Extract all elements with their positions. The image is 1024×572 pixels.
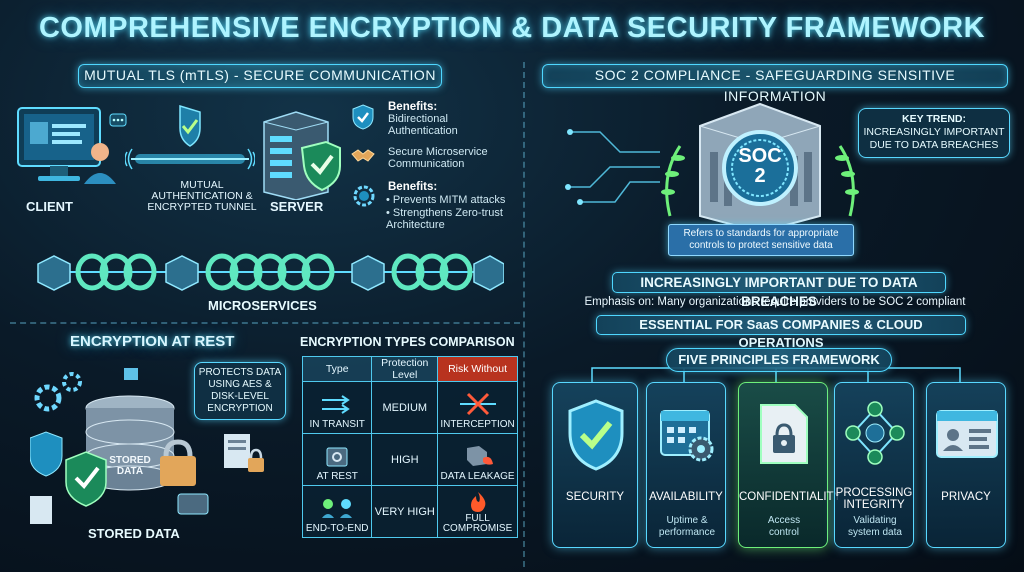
principle-sub: Access control bbox=[767, 515, 801, 538]
leak-icon bbox=[466, 446, 493, 466]
computer-user-icon bbox=[10, 100, 130, 200]
column-header: Risk Without bbox=[437, 356, 518, 382]
essential-banner: ESSENTIAL FOR SaaS COMPANIES & CLOUD OPE… bbox=[596, 315, 966, 350]
benefits-title: Benefits: bbox=[388, 181, 438, 193]
principle-name: AVAILABILITY bbox=[649, 491, 723, 503]
comparison-title: ENCRYPTION TYPES COMPARISON bbox=[300, 335, 515, 349]
risk-cell: FULL COMPROMISE bbox=[437, 485, 518, 538]
lock-document-icon bbox=[760, 404, 808, 464]
important-banner: INCREASINGLY IMPORTANT DUE TO DATA BREAC… bbox=[612, 272, 946, 309]
principle-card-availability: AVAILABILITY Uptime & performance bbox=[646, 382, 726, 548]
key-trend-callout: KEY TREND: INCREASINGLY IMPORTANT DUE TO… bbox=[858, 108, 1010, 158]
section-divider bbox=[523, 62, 525, 567]
circuit-decoration bbox=[560, 92, 670, 222]
principle-sub: Validating system data bbox=[848, 515, 902, 538]
principle-name: PROCESSING INTEGRITY bbox=[835, 487, 913, 511]
table-row: AT REST HIGH DATA LEAKAGE bbox=[301, 433, 518, 486]
level-cell: MEDIUM bbox=[371, 381, 439, 434]
microservices-chain bbox=[34, 244, 505, 300]
page-title: COMPREHENSIVE ENCRYPTION & DATA SECURITY… bbox=[38, 12, 986, 44]
fire-icon bbox=[470, 492, 485, 512]
database-icon bbox=[29, 360, 210, 530]
table-row: IN TRANSIT MEDIUM INTERCEPTION bbox=[301, 381, 518, 434]
mtls-banner: MUTUAL TLS (mTLS) - SECURE COMMUNICATION bbox=[78, 64, 442, 88]
process-check-icon bbox=[845, 401, 905, 465]
server-icon bbox=[256, 108, 346, 201]
emphasis-text: Emphasis on: Many organizations require … bbox=[584, 296, 966, 308]
principle-card-confidentiality: CONFIDENTIALITY Access control bbox=[738, 382, 842, 548]
client-label: CLIENT bbox=[26, 199, 73, 214]
benefit-item: • Prevents MITM attacks bbox=[386, 194, 506, 206]
principle-name: PRIVACY bbox=[941, 491, 991, 503]
principle-name: CONFIDENTIALITY bbox=[739, 491, 842, 503]
principles-title: FIVE PRINCIPLES FRAMEWORK bbox=[666, 348, 892, 372]
encrypted-tunnel bbox=[124, 102, 256, 192]
risk-cell: INTERCEPTION bbox=[437, 381, 518, 434]
id-card-icon bbox=[936, 410, 998, 458]
principle-sub: Uptime & performance bbox=[658, 515, 716, 538]
level-cell: VERY HIGH bbox=[371, 485, 439, 538]
table-header-row: Type Protection Level Risk Without bbox=[301, 356, 518, 382]
column-header: Protection Level bbox=[371, 356, 439, 382]
shield-check-icon bbox=[352, 104, 374, 130]
arrows-icon bbox=[322, 395, 351, 414]
type-cell: IN TRANSIT bbox=[301, 381, 373, 434]
table-row: END-TO-END VERY HIGH FULL COMPROMISE bbox=[301, 485, 518, 538]
shield-check-icon bbox=[568, 399, 624, 471]
column-header: Type bbox=[301, 356, 373, 382]
document-icon bbox=[218, 430, 272, 480]
rest-title: ENCRYPTION AT REST bbox=[70, 333, 235, 350]
interception-icon bbox=[459, 392, 496, 416]
level-cell: HIGH bbox=[371, 433, 439, 486]
handshake-icon bbox=[350, 146, 376, 166]
microservices-label: MICROSERVICES bbox=[208, 298, 317, 313]
calendar-gear-icon bbox=[660, 410, 714, 462]
principle-card-processing-integrity: PROCESSING INTEGRITY Validating system d… bbox=[834, 382, 914, 548]
network-icon bbox=[322, 499, 353, 518]
soc2-badge bbox=[650, 96, 870, 236]
comparison-table: Type Protection Level Risk Without IN TR… bbox=[301, 356, 518, 538]
principle-name: SECURITY bbox=[565, 491, 625, 503]
type-cell: END-TO-END bbox=[301, 485, 373, 538]
type-cell: AT REST bbox=[301, 433, 373, 486]
section-divider bbox=[10, 322, 520, 324]
safe-icon bbox=[326, 447, 348, 467]
benefit-item: • Strengthens Zero-trust Architecture bbox=[386, 207, 503, 231]
principle-card-privacy: PRIVACY bbox=[926, 382, 1006, 548]
risk-cell: DATA LEAKAGE bbox=[437, 433, 518, 486]
server-label: SERVER bbox=[270, 199, 324, 214]
principle-card-security: SECURITY bbox=[552, 382, 638, 548]
tunnel-label: MUTUAL AUTHENTICATION & ENCRYPTED TUNNEL bbox=[147, 179, 257, 213]
soc2-banner: SOC 2 COMPLIANCE - SAFEGUARDING SENSITIV… bbox=[542, 64, 1008, 104]
benefits-title: Benefits: bbox=[388, 101, 438, 113]
stored-data-label: STORED DATA bbox=[88, 526, 180, 541]
gear-shield-icon bbox=[352, 184, 376, 208]
benefit-item: Bidirectional Authentication bbox=[388, 113, 458, 137]
benefit-item: Secure Microservice Communication bbox=[388, 146, 488, 170]
